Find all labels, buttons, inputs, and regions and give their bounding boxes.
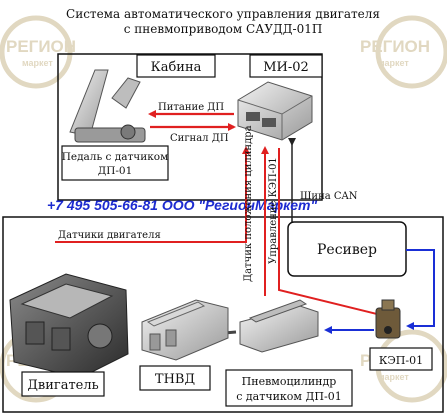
engine-label-box — [21, 371, 105, 397]
kep-label: КЭП-01 — [379, 354, 423, 367]
cylinder-sensor-label: Датчик положения цилиндра — [243, 125, 254, 282]
tnvd-label-box — [139, 365, 211, 391]
pneumocylinder-label-line2: с датчиком ДП-01 — [236, 390, 341, 403]
mi02-label-box — [249, 54, 323, 78]
svg-text:маркет: маркет — [378, 372, 409, 382]
receiver-air-line — [406, 249, 435, 330]
tnvd-label: ТНВД — [155, 372, 195, 387]
engine-illustration — [9, 273, 129, 379]
pedal-illustration — [69, 69, 146, 143]
watermark-logo-top-left: РЕГИОН маркет — [0, 15, 76, 89]
control-kep-line — [278, 148, 387, 319]
pneumocylinder-label-box — [225, 369, 353, 407]
svg-text:РЕГИОН: РЕГИОН — [6, 37, 76, 56]
svg-text:маркет: маркет — [378, 58, 409, 68]
mi02-label: МИ-02 — [263, 60, 309, 75]
can-bus-label: Шина CAN — [300, 191, 358, 202]
tnvd-illustration — [141, 299, 229, 361]
pedal-label-line2: ДП-01 — [98, 165, 133, 177]
engine-sensors-label: Датчики двигателя — [58, 230, 161, 241]
kep-valve-illustration — [375, 299, 401, 339]
engine-sensors-line — [55, 146, 250, 243]
engine-label: Двигатель — [27, 378, 98, 393]
control-kep-label: Управление КЭП-01 — [268, 157, 279, 264]
receiver-label: Ресивер — [317, 242, 377, 258]
engine-frame — [2, 216, 444, 413]
pneumocylinder-illustration — [211, 299, 319, 353]
cabin-label-box — [136, 54, 216, 78]
diagram-title-line2: с пневмоприводом САУДД-01П — [124, 22, 323, 36]
power-dp-label: Питание ДП — [158, 102, 224, 113]
kep-label-box — [369, 347, 433, 371]
diagram-title-line1: Система автоматического управления двига… — [66, 7, 380, 21]
mi02-module-illustration — [237, 81, 313, 141]
pedal-label-box — [61, 145, 169, 181]
contact-banner: +7 495 505-66-81 ООО "РегионМаркет" — [47, 197, 317, 213]
svg-text:РЕГИОН: РЕГИОН — [360, 37, 430, 56]
watermark-logo-top-right: РЕГИОН маркет — [360, 15, 447, 89]
cabin-label: Кабина — [151, 60, 202, 75]
pneumocylinder-label-line1: Пневмоцилиндр — [242, 375, 337, 388]
cabin-frame — [57, 53, 323, 201]
svg-text:маркет: маркет — [22, 58, 53, 68]
pedal-label-line1: Педаль с датчиком — [62, 151, 169, 163]
signal-dp-label: Сигнал ДП — [170, 133, 229, 144]
